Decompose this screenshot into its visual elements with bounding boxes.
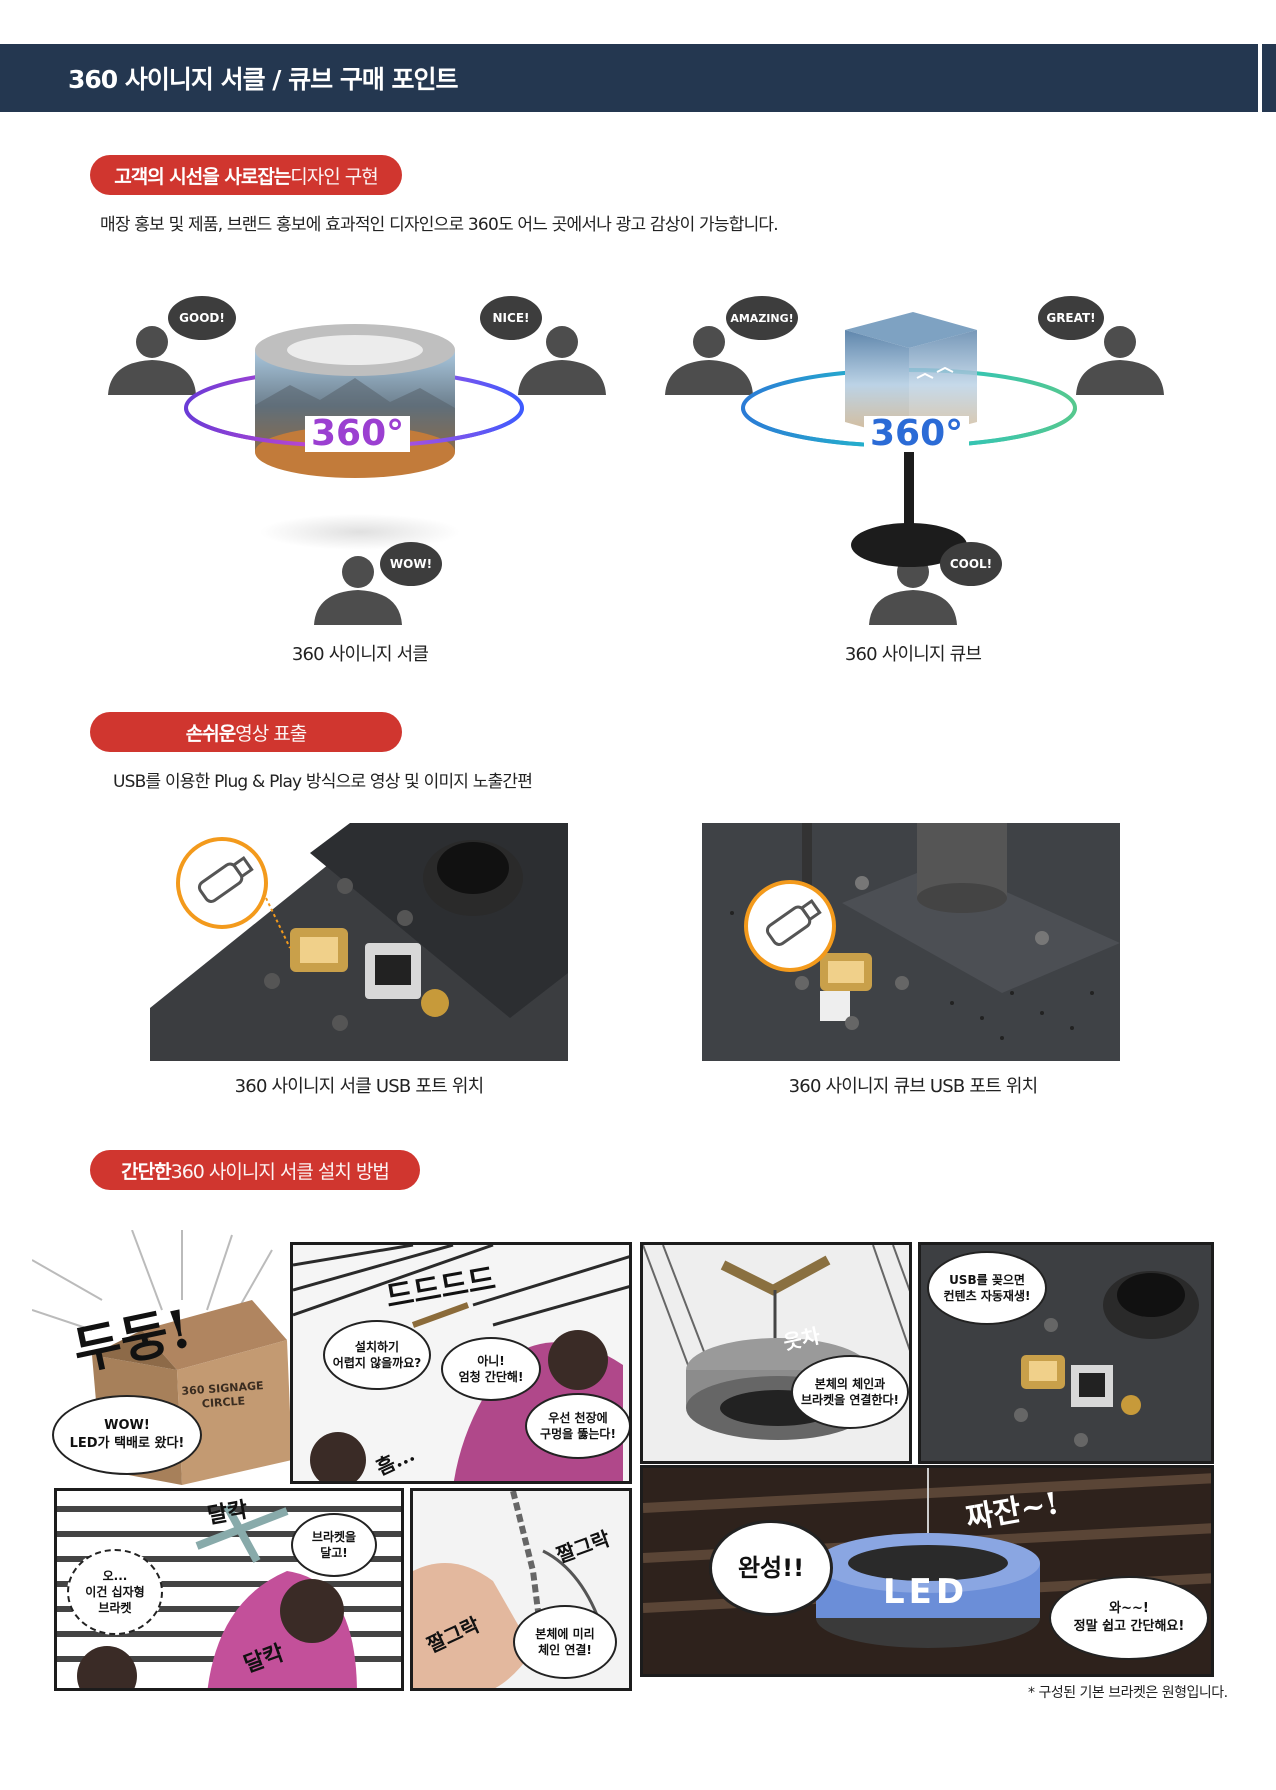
speech-hard: 설치하기 어렵지 않을까요? — [323, 1320, 431, 1390]
speech-wow: WOW! LED가 택배로 왔다! — [52, 1395, 202, 1475]
pill-light-text: 360 사이니지 서클 설치 방법 — [170, 1160, 390, 1183]
speech-wow2: 와~~! 정말 쉽고 간단해요! — [1049, 1576, 1209, 1660]
led-sign-text: LED — [883, 1572, 969, 1612]
bubble-great: GREAT! — [1038, 296, 1104, 340]
bubble-amazing: AMAZING! — [726, 296, 798, 340]
speech-chain: 본체의 체인과 브라켓을 연결한다! — [791, 1355, 909, 1429]
comic-panel-drilling: 드드드드 설치하기 어렵지 않을까요? 아니! 엄청 간단해! 우선 천장에 구… — [290, 1242, 632, 1484]
bubble-wow: WOW! — [380, 542, 442, 586]
bubble-good: GOOD! — [168, 296, 236, 340]
speech-chain-pre: 본체에 미리 체인 연결! — [513, 1605, 617, 1679]
comic-panel-usb: USB를 꽂으면 컨텐츠 자동재생! — [918, 1242, 1214, 1464]
circle-360-badge: 360° — [305, 416, 411, 452]
circle-usb-caption: 360 사이니지 서클 USB 포트 위치 — [234, 1076, 485, 1097]
speech-bracket: 브라켓을 달고! — [291, 1513, 377, 1577]
pill-bold-text: 간단한 — [121, 1160, 171, 1183]
header-bar — [0, 44, 1258, 112]
pill-bold-text: 손쉬운 — [185, 722, 236, 745]
header-edge — [1262, 44, 1276, 112]
speech-easy: 아니! 엄청 간단해! — [441, 1337, 541, 1401]
bubble-cool: COOL! — [940, 542, 1002, 586]
section-description: 매장 홍보 및 제품, 브랜드 홍보에 효과적인 디자인으로 360도 어느 곳… — [100, 215, 779, 235]
section-pill-install: 간단한 360 사이니지 서클 설치 방법 — [90, 1150, 420, 1190]
person-icon — [108, 326, 196, 395]
cube-illustration — [665, 312, 1164, 625]
pill-light-text: 영상 표출 — [235, 722, 307, 745]
comic-panel-done: LED 완성!! 짜잔~! 와~~! 정말 쉽고 간단해요! — [640, 1465, 1214, 1677]
person-icon — [518, 326, 606, 395]
circle-illustration — [108, 324, 606, 625]
speech-usb: USB를 꽂으면 컨텐츠 자동재생! — [927, 1251, 1047, 1325]
comic-panel-delivery: 두둥! 360 SIGNAGE CIRCLE WOW! LED가 택배로 왔다! — [32, 1230, 322, 1485]
speech-ceiling: 우선 천장에 구멍을 뚫는다! — [525, 1393, 629, 1459]
section-description: USB를 이용한 Plug & Play 방식으로 영상 및 이미지 노출간편 — [113, 772, 533, 792]
bubble-nice: NICE! — [480, 296, 542, 340]
speech-done: 완성!! — [709, 1520, 833, 1616]
section-pill-design: 고객의 시선을 사로잡는 디자인 구현 — [90, 155, 402, 195]
footnote: * 구성된 기본 브라켓은 원형입니다. — [1028, 1685, 1228, 1701]
section-pill-display: 손쉬운 영상 표출 — [90, 712, 402, 752]
page-title: 360 사이니지 서클 / 큐브 구매 포인트 — [68, 65, 459, 94]
comic-panel-bracket: 달칵 브라켓을 달고! 오... 이건 십자형 브라켓 달칵 — [54, 1488, 404, 1691]
cube-caption: 360 사이니지 큐브 — [844, 644, 982, 665]
person-icon — [314, 556, 402, 625]
cube-usb-caption: 360 사이니지 큐브 USB 포트 위치 — [788, 1076, 1039, 1097]
pill-bold-text: 고객의 시선을 사로잡는 — [114, 165, 291, 188]
circle-usb-photo — [150, 823, 568, 1061]
pill-light-text: 디자인 구현 — [290, 165, 378, 188]
comic-panel-chain: 짤그락 짤그락 본체에 미리 체인 연결! — [410, 1488, 632, 1691]
comic-panel-hanging: 읏차 본체의 체인과 브라켓을 연결한다! — [640, 1242, 912, 1464]
speech-bracket-q: 오... 이건 십자형 브라켓 — [67, 1549, 163, 1635]
cube-usb-photo — [702, 823, 1120, 1061]
cube-360-badge: 360° — [864, 416, 970, 452]
circle-caption: 360 사이니지 서클 — [291, 644, 429, 665]
box-label: 360 SIGNAGE CIRCLE — [181, 1379, 265, 1413]
